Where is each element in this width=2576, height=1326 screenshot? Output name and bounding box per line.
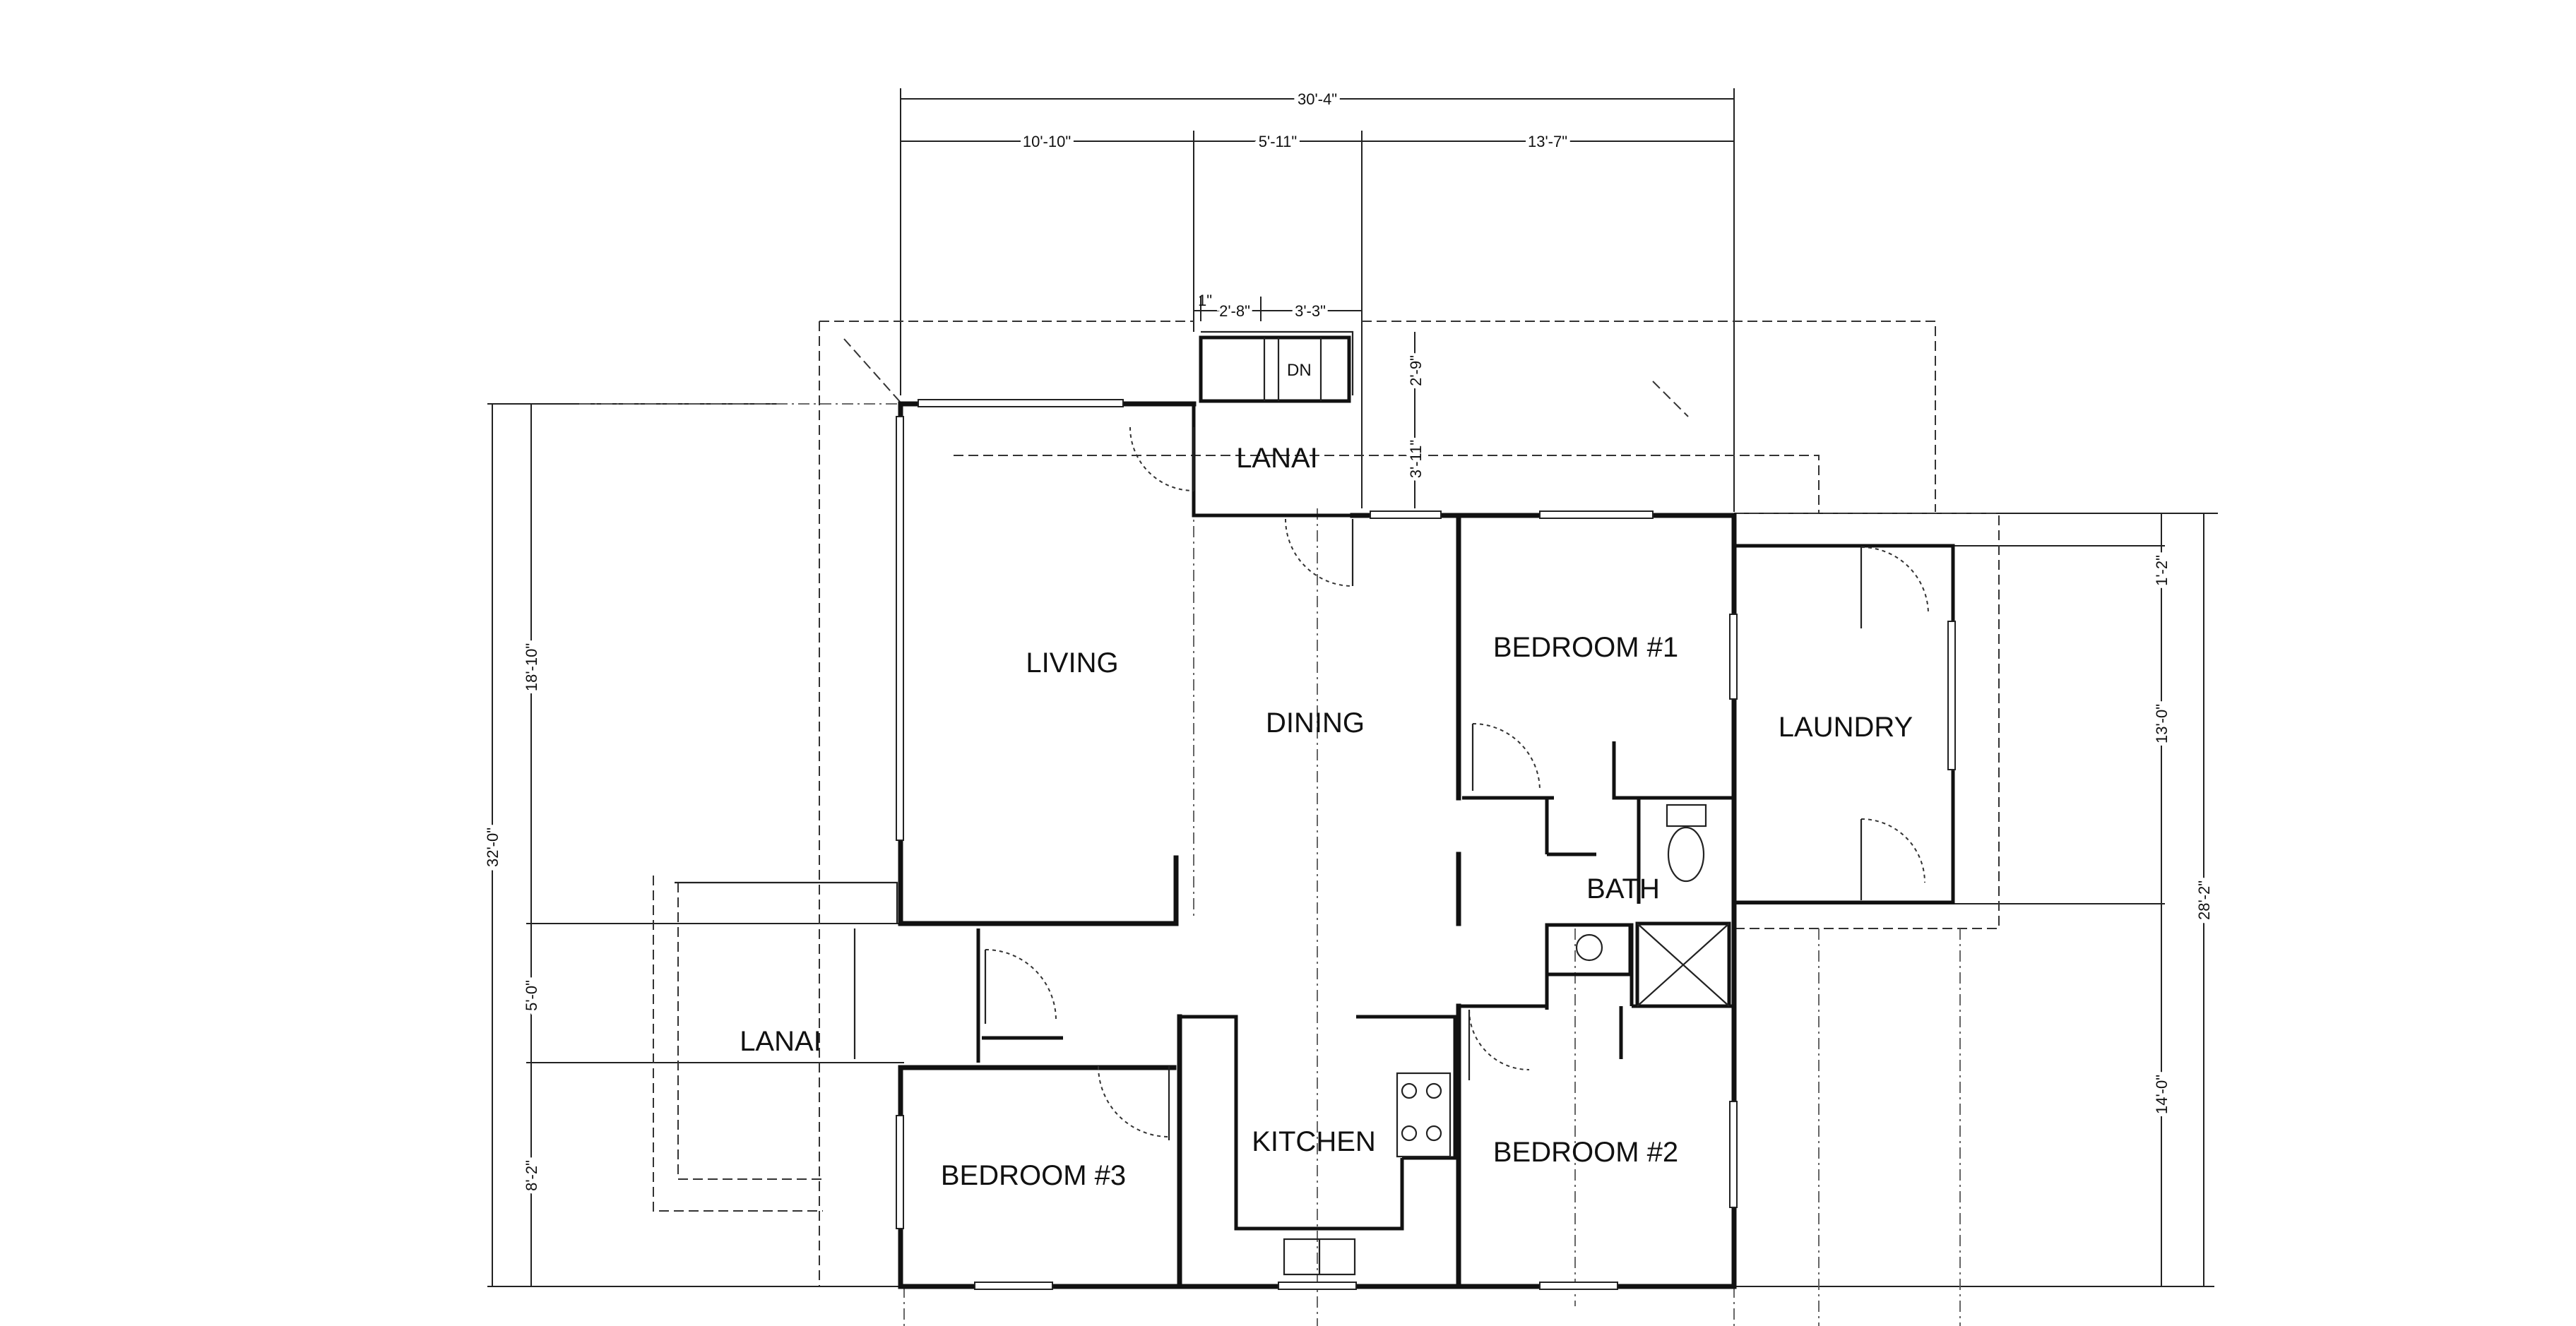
- dim-right-a: 1'-2": [2153, 555, 2171, 586]
- dim-lanai-v2: 3'-11": [1407, 440, 1425, 478]
- top-dimensions: [900, 88, 1735, 512]
- room-label-lanai-top: LANAI: [1236, 443, 1318, 474]
- dim-left-b: 5'-0": [523, 980, 540, 1011]
- right-dimensions: [1734, 513, 2218, 1287]
- roof-outline: [579, 321, 2000, 1326]
- dim-left-a: 18'-10": [523, 643, 540, 691]
- room-label-laundry: LAUNDRY: [1779, 712, 1913, 743]
- stair: [1199, 335, 1351, 403]
- doors: [984, 426, 1929, 1140]
- dim-stair-b: 2'-8": [1219, 302, 1250, 320]
- dim-right-total: 28'-2": [2195, 880, 2213, 920]
- dim-left-c: 8'-2": [523, 1160, 540, 1191]
- room-label-bedroom-2: BEDROOM #2: [1493, 1137, 1678, 1168]
- room-label-bedroom-1: BEDROOM #1: [1493, 632, 1678, 663]
- room-label-dining: DINING: [1266, 707, 1365, 739]
- dim-stair-a: 1": [1198, 292, 1212, 309]
- windows: [896, 399, 1956, 1290]
- dim-stair-c: 3'-3": [1295, 302, 1326, 320]
- dim-top-c: 13'-7": [1528, 133, 1567, 150]
- room-label-bedroom-3: BEDROOM #3: [941, 1160, 1126, 1191]
- dim-top-b: 5'-11": [1259, 133, 1297, 150]
- exterior-walls: [898, 330, 1955, 1289]
- stair-label: DN: [1287, 361, 1312, 380]
- room-label-living: LIVING: [1026, 647, 1118, 679]
- left-dimensions: [487, 403, 904, 1287]
- dim-right-b: 13'-0": [2153, 704, 2171, 743]
- dim-left-total: 32'-0": [484, 828, 501, 867]
- room-label-bath: BATH: [1586, 873, 1660, 904]
- dim-top-total: 30'-4": [1298, 90, 1337, 108]
- lanai-vertical-dimensions: 2'-9" 3'-11": [1404, 332, 1428, 508]
- room-label-kitchen: KITCHEN: [1252, 1126, 1376, 1157]
- room-label-lanai-left: LANAI: [740, 1026, 821, 1057]
- interior-walls: [675, 513, 1734, 1289]
- dim-top-a: 10'-10": [1023, 133, 1071, 150]
- dim-right-c: 14'-0": [2153, 1075, 2171, 1114]
- dim-lanai-v1: 2'-9": [1407, 355, 1425, 386]
